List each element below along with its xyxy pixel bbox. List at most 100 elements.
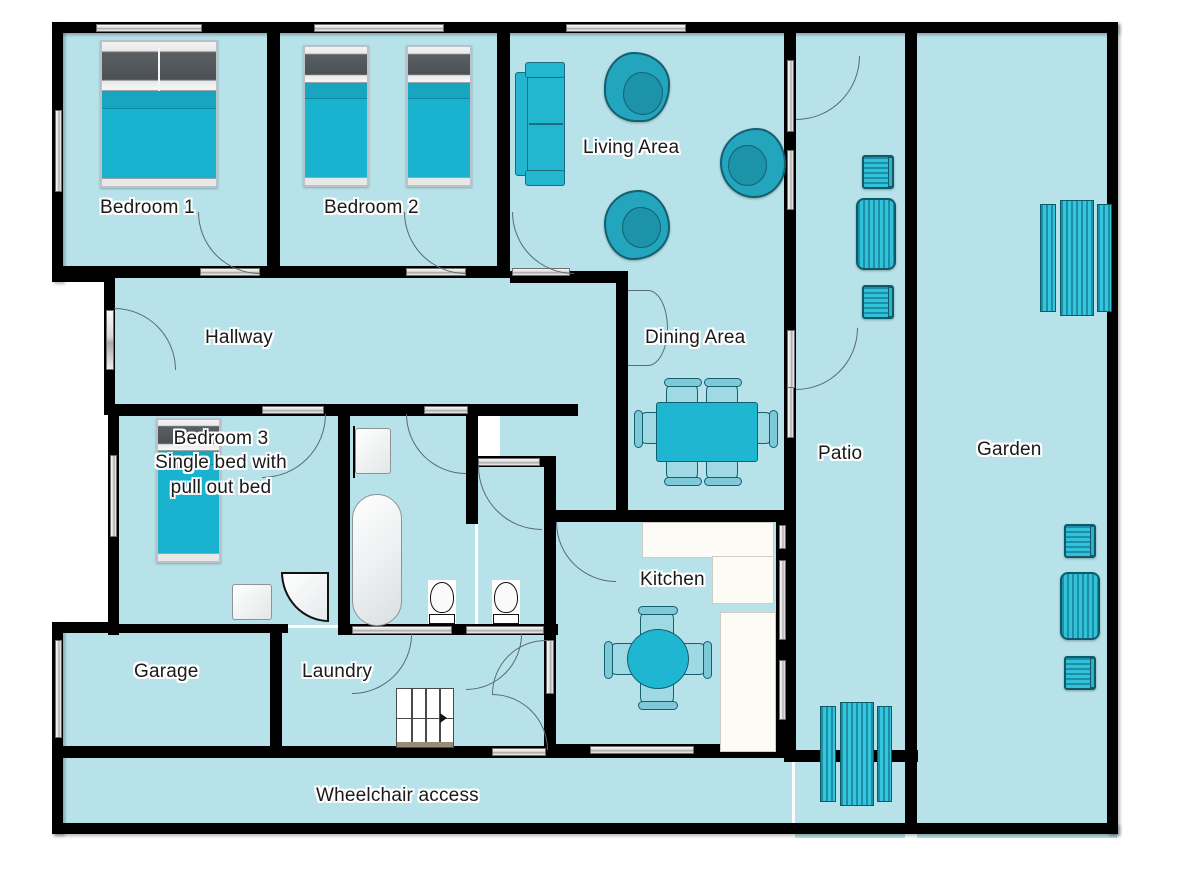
armchair-living-1: [604, 52, 670, 122]
room-label-bedroom2: Bedroom 2: [324, 197, 419, 218]
interior-wall-garage-laundry: [270, 628, 282, 752]
basin-nook-wall: [353, 426, 355, 478]
window-bedroom1-west: [55, 110, 62, 192]
floor-fill-garage: [60, 628, 280, 750]
chair-back: [664, 378, 702, 387]
door-arc-dining-west: [628, 290, 668, 366]
toilet-cistern: [492, 614, 520, 624]
chair-arm: [888, 157, 893, 187]
toilet-cistern: [428, 614, 456, 624]
interior-wall-bed3-bath: [338, 404, 350, 634]
sofa-living-area: [515, 62, 565, 186]
room-label-wheelchair-access: Wheelchair access: [316, 785, 479, 806]
chair-back: [703, 641, 712, 679]
toilet-wc: [492, 580, 520, 624]
bed-footboard: [408, 177, 470, 185]
chair-back: [604, 641, 613, 679]
window-living-north: [566, 24, 686, 32]
interior-wall-bed-bottom-2: [278, 266, 510, 278]
chair-back: [704, 378, 742, 387]
doorsill-hallway-west: [106, 310, 114, 370]
room-label-bedroom1: Bedroom 1: [100, 197, 195, 218]
bed-turnover-sheet: [408, 82, 470, 100]
garden-table: [840, 702, 874, 806]
garden-table-set-patio: [820, 702, 892, 806]
room-label-garden: Garden: [977, 439, 1042, 460]
doorsill-wc-bottom: [466, 626, 544, 634]
bed-headboard: [305, 47, 367, 83]
doorsill-laundry-east: [546, 640, 554, 694]
doorsill-dining-patio: [787, 330, 795, 388]
window-living-east-2: [787, 150, 794, 210]
exterior-wall-jog-c: [52, 622, 114, 633]
dining-set: [634, 378, 778, 486]
sofa-seat-seam: [529, 123, 563, 125]
double-bed-bedroom1: [100, 40, 218, 188]
window-bedroom2-north: [314, 24, 444, 32]
armchair-seat: [622, 206, 662, 249]
room-label-bedroom3: Bedroom 3 Single bed with pull out bed: [155, 428, 287, 498]
exterior-wall-right: [1107, 22, 1118, 834]
interior-wall-wc-right: [544, 462, 556, 637]
room-label-kitchen: Kitchen: [640, 569, 705, 590]
wash-basin-bathroom-top: [355, 428, 391, 474]
armchair-seat: [623, 72, 663, 116]
window-bedroom1-north: [96, 24, 202, 32]
room-label-patio: Patio: [818, 443, 863, 464]
garden-table: [1060, 200, 1094, 316]
garden-chair-lower: [1064, 656, 1096, 690]
toilet-bowl: [430, 581, 454, 613]
doorsill-wc: [478, 458, 540, 466]
sofa-arm-bottom: [525, 170, 565, 186]
bench-right: [1097, 204, 1112, 312]
bench-left: [1040, 204, 1056, 312]
doorsill-bath-bottom: [352, 626, 452, 634]
bed-pillow-gap: [157, 47, 161, 94]
armchair-living-3: [720, 128, 786, 198]
doorsill-bathroom: [424, 406, 468, 414]
doorsill-bedroom3: [262, 406, 324, 414]
kitchen-counter-corner: [712, 556, 774, 604]
stairs-direction-arrow-icon: [440, 713, 447, 723]
interior-wall-bed2-living: [497, 22, 510, 277]
bench-right: [877, 706, 892, 802]
chair-back: [634, 410, 643, 448]
patio-chair-lower: [862, 285, 894, 319]
kitchen-dining-set: [604, 606, 712, 710]
kitchen-round-table: [627, 629, 689, 689]
interior-wall-kitchen-top: [556, 510, 630, 522]
room-label-garage: Garage: [134, 661, 199, 682]
window-kitchen-east: [779, 560, 786, 640]
dining-table: [656, 402, 758, 462]
window-kitchen-ne: [779, 525, 786, 549]
wash-basin-bedroom3-side: [232, 584, 272, 620]
bed-footboard: [158, 552, 219, 561]
window-kitchen-east-2: [779, 660, 786, 720]
chair-arm: [888, 287, 893, 317]
window-garage-west: [55, 640, 62, 738]
room-label-dining: Dining Area: [645, 327, 746, 348]
garden-chair-upper: [1064, 524, 1096, 558]
bed-headboard: [158, 420, 219, 452]
bed-turnover-sheet: [158, 451, 219, 465]
interior-wall-dining-left: [616, 271, 628, 521]
single-bed-bedroom3: [156, 418, 221, 563]
window-living-east: [787, 60, 794, 132]
bed-footboard: [305, 177, 367, 185]
exterior-wall-bottom: [52, 823, 1118, 834]
bathtub: [352, 494, 402, 626]
chair-back: [704, 477, 742, 486]
stair-direction-line: [397, 718, 453, 720]
chair-back: [638, 701, 678, 710]
doorsill-kitchen-south: [590, 746, 694, 754]
bed-footboard: [102, 177, 216, 186]
bed-headboard: [408, 47, 470, 83]
armchair-living-2: [604, 190, 670, 260]
bed-turnover-sheet: [305, 82, 367, 100]
toilet-bathroom: [428, 580, 456, 624]
exterior-wall-jog-d: [108, 624, 288, 633]
sofa-arm-top: [525, 62, 565, 78]
stair-landing: [397, 742, 453, 747]
chair-arm: [1090, 526, 1095, 556]
